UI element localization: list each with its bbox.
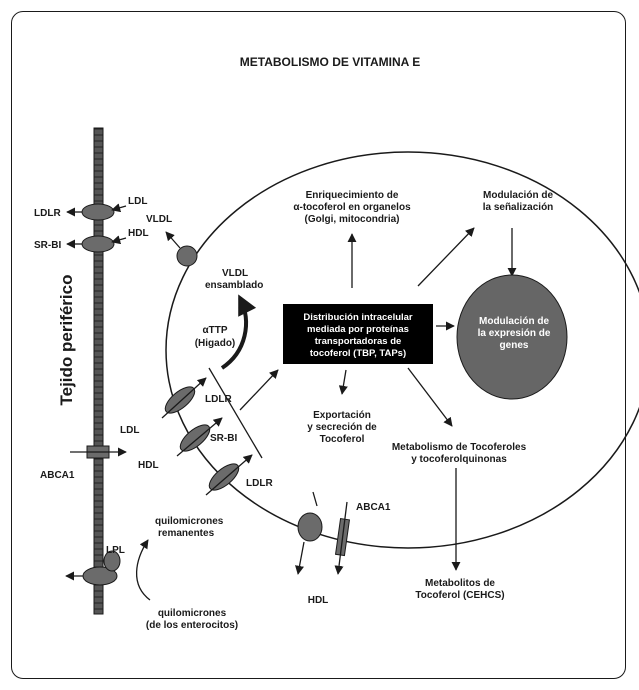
abca1-left-label: ABCA1 (40, 470, 75, 481)
ldl-uptake-arrow (161, 377, 207, 419)
hdl-efflux-arrow (295, 541, 305, 575)
ldlr-left-label: LDLR (34, 208, 61, 219)
ldlr-receptor-lower (208, 463, 240, 491)
attp-label-1: αTTP (202, 325, 227, 336)
peripheral-tissue-bar (93, 127, 104, 615)
signaling-label-2: la señalización (483, 202, 554, 213)
vldl-label: VLDL (146, 214, 172, 225)
efflux-line-top (312, 491, 318, 507)
nucleus-label-2: la expresión de (478, 328, 551, 339)
signaling-label-1: Modulación de (483, 190, 553, 201)
uptake-to-distribution-arrow (239, 369, 279, 411)
ldlr-upper-label: LDLR (205, 394, 232, 405)
nucleus-label-1: Modulación de (479, 316, 549, 327)
remanentes-label-2: remanentes (158, 528, 215, 539)
enrichment-label-2: α-tocoferol en organelos (293, 202, 411, 213)
srbi-label: SR-BI (210, 433, 237, 444)
enrichment-label-3: (Golgi, mitocondria) (305, 214, 400, 225)
metabolism-label-2: y tocoferolquinonas (411, 454, 507, 465)
vldl-ensamblado-label-1: VLDL (222, 268, 248, 279)
lpl-label: LPL (106, 545, 125, 556)
export-arrow (338, 369, 348, 395)
attp-label-2: (Higado) (195, 338, 236, 349)
hdl-left-label: HDL (128, 228, 149, 239)
metabolism-arrow (407, 367, 453, 427)
diagram-title: METABOLISMO DE VITAMINA E (240, 55, 420, 69)
srbi-left-label: SR-BI (34, 240, 61, 251)
ldl-left-label: LDL (128, 196, 147, 207)
ldlr-lower-arrow (205, 454, 253, 496)
distribution-line-2: mediada por proteínas (307, 324, 409, 335)
ldlr-receptor-upper (164, 386, 196, 414)
vldl-particle (176, 245, 198, 267)
enterocitos-label-1: quilomicrones (158, 608, 227, 619)
srbi-receptor-left (81, 235, 115, 253)
distribution-box (283, 304, 433, 364)
srbi-receptor (179, 424, 211, 452)
nucleus-label-3: genes (500, 340, 529, 351)
hdl-efflux-label: HDL (308, 595, 329, 606)
quilomicrones-curve-arrow (136, 539, 151, 601)
export-label-1: Exportación (313, 410, 371, 421)
attp-curved-arrow (220, 294, 257, 370)
hdl-uptake-arrow (176, 417, 223, 457)
nucleus (456, 274, 568, 400)
hdl-arrow-left (111, 235, 127, 245)
remanentes-label-1: quilomicrones (155, 516, 224, 527)
distribution-line-4: tocoferol (TBP, TAPs) (310, 348, 406, 359)
metabolites-label-1: Metabolitos de (425, 578, 495, 589)
uptake-membrane-segment (208, 367, 263, 459)
metabolism-label-1: Metabolismo de Tocoferoles (392, 442, 527, 453)
distribution-line-3: transportadoras de (315, 336, 402, 347)
vldl-export-arrow (165, 231, 181, 249)
ldlr-lower-label: LDLR (246, 478, 273, 489)
signaling-arrow (417, 227, 475, 287)
lpl-enzyme (103, 550, 121, 572)
enterocitos-label-2: (de los enterocitos) (146, 620, 238, 631)
abca1-efflux-label: ABCA1 (356, 502, 391, 513)
tissue-label: Tejido periférico (57, 275, 76, 406)
metabolites-label-2: Tocoferol (CEHCS) (415, 590, 504, 601)
ldl-arrow-left (111, 203, 127, 213)
enrichment-label-1: Enriquecimiento de (306, 190, 399, 201)
cell-membrane (165, 151, 639, 549)
distribution-line-1: Distribución intracelular (303, 312, 413, 323)
abca1-efflux-arrow (334, 501, 348, 575)
hdl-efflux-particle (297, 512, 323, 542)
export-label-3: Tocoferol (320, 434, 365, 445)
ldlr-receptor-left (81, 203, 115, 221)
ldl-uptake-label: LDL (120, 425, 139, 436)
figure-frame (11, 11, 626, 679)
export-label-2: y secreción de (307, 422, 377, 433)
hdl-uptake-label: HDL (138, 460, 159, 471)
vldl-ensamblado-label-2: ensamblado (205, 280, 263, 291)
